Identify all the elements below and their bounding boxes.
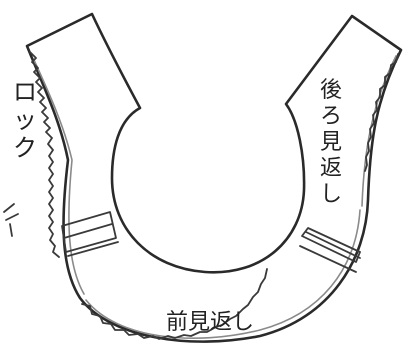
back-facing-label: 後ろ見返し [317, 78, 345, 208]
front-facing-label: 前見返し [166, 310, 254, 336]
overlock-label: ロック [10, 78, 40, 162]
overlock-edge-right [362, 56, 396, 206]
pen-mark [4, 204, 18, 236]
